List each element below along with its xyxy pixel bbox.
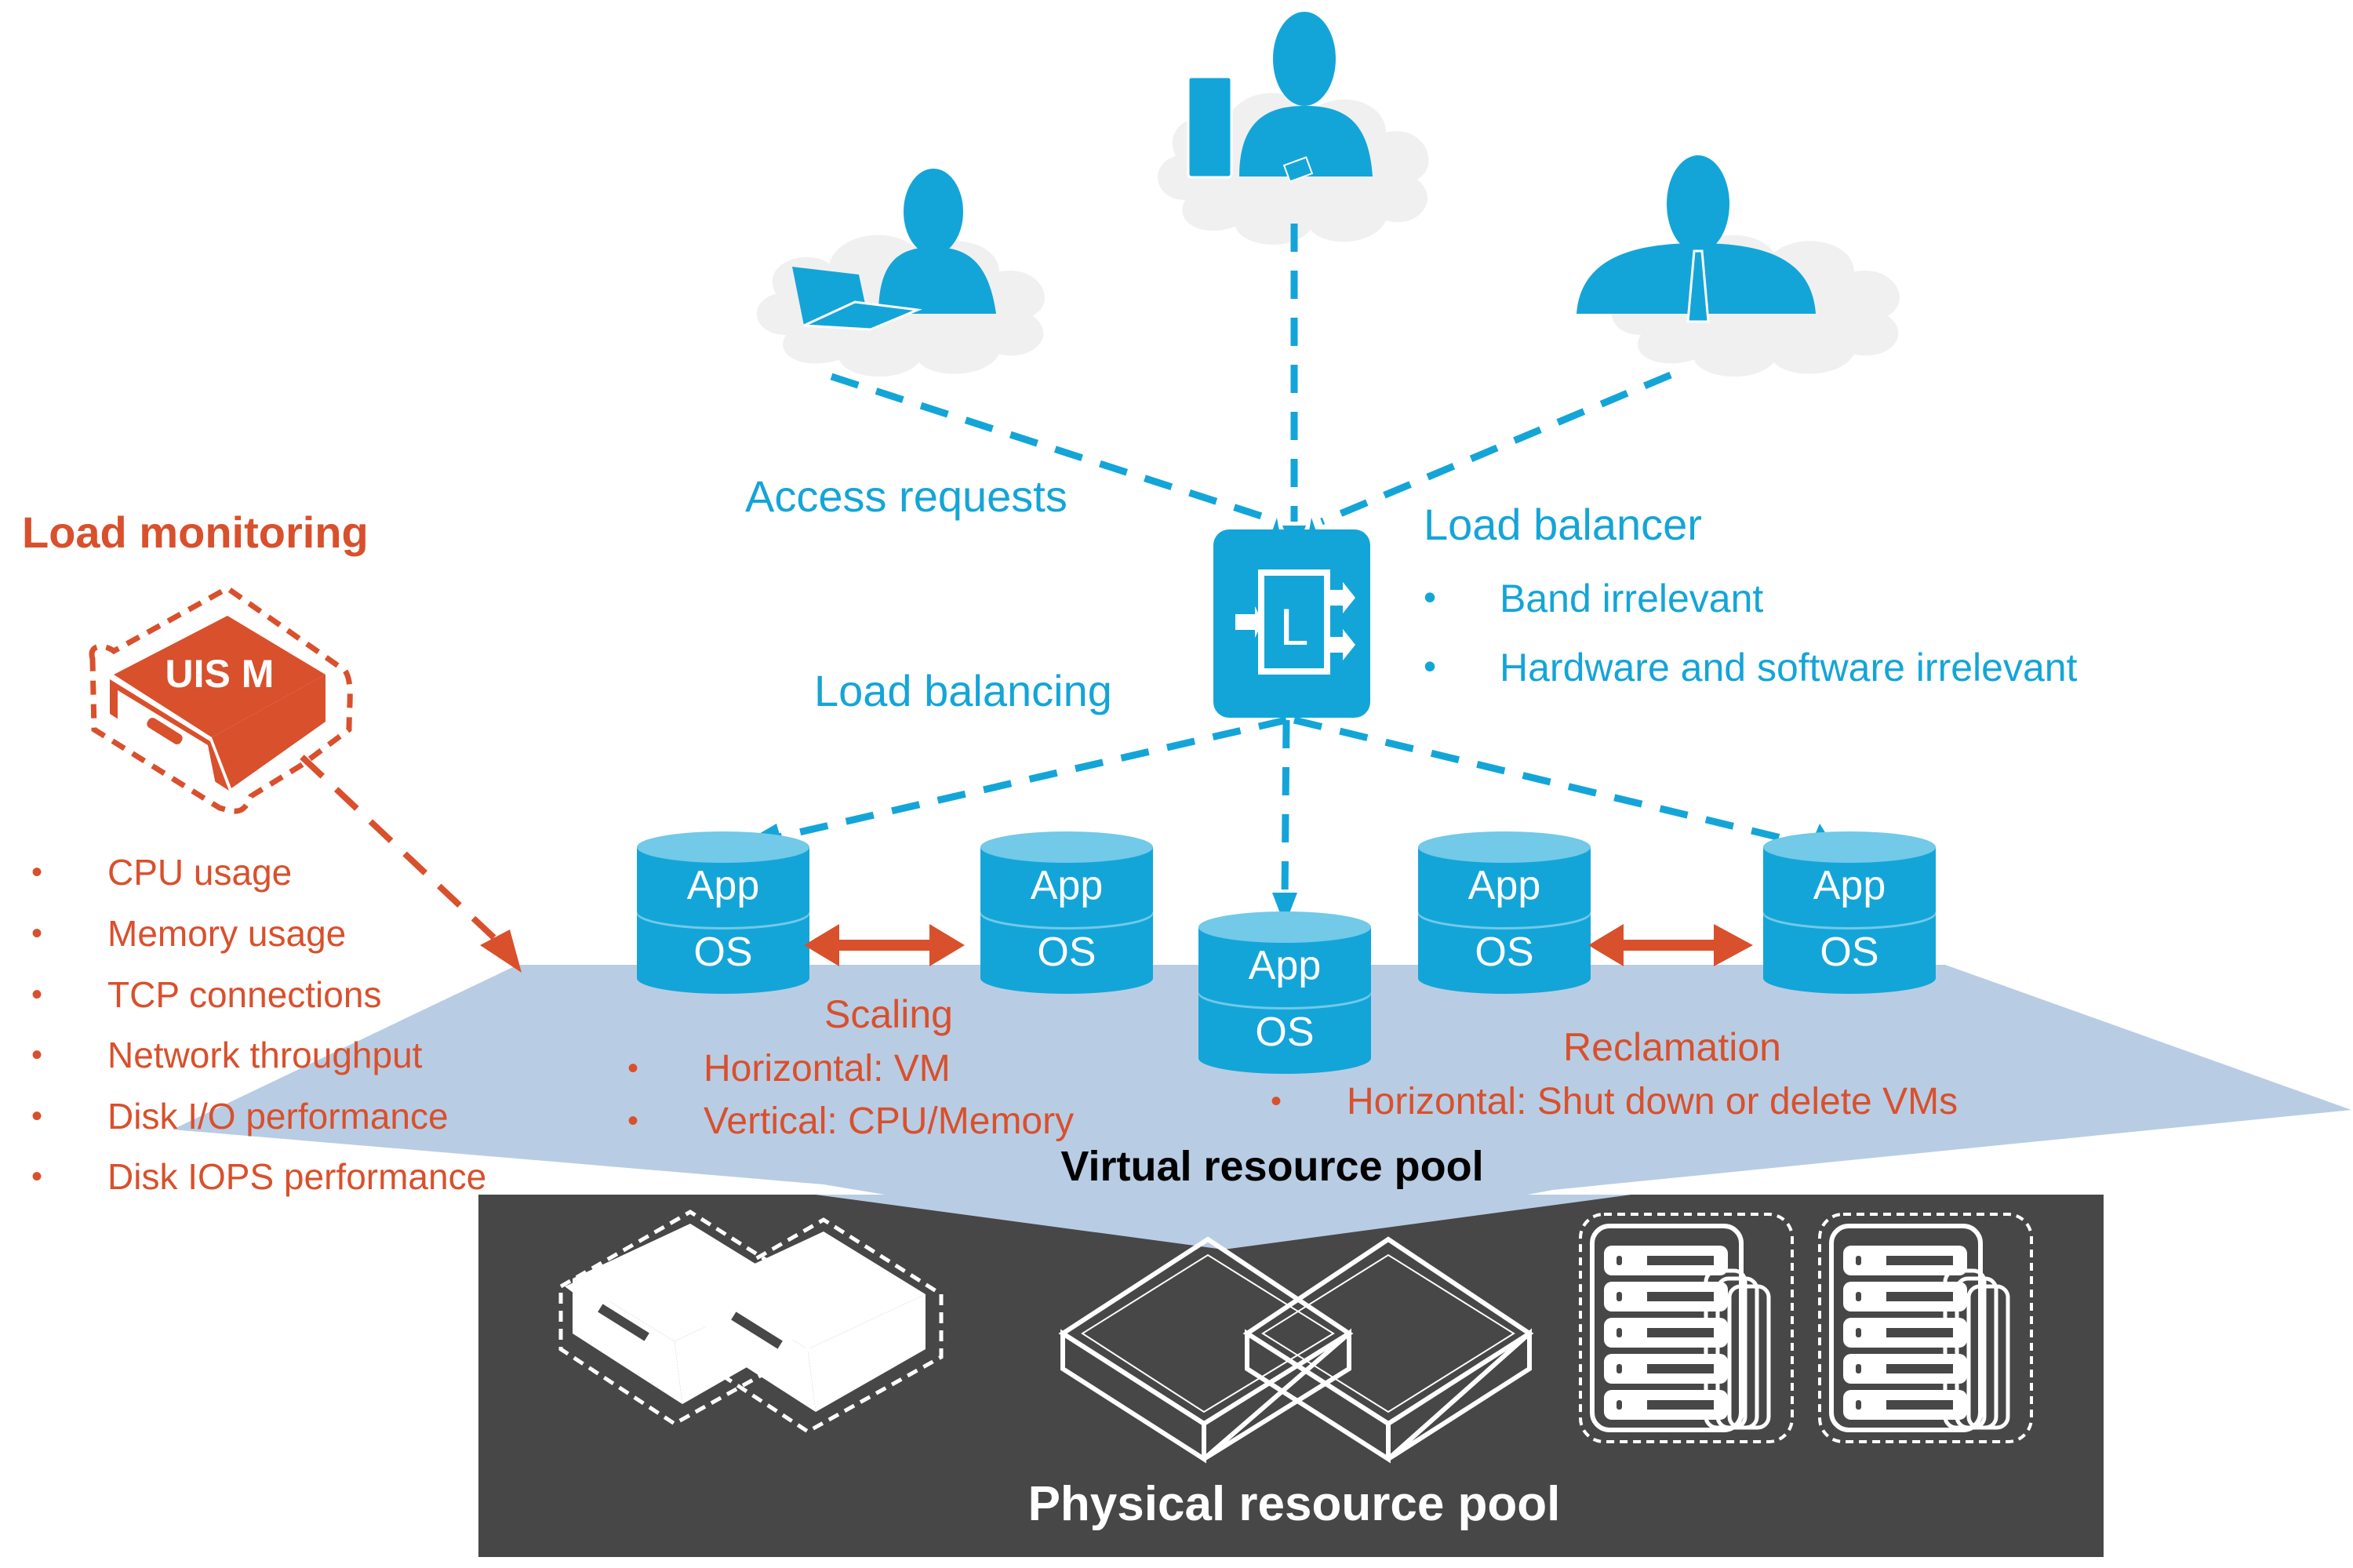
rack-server-pair-icon [558,1210,944,1434]
app-layer: App [1198,911,1371,1007]
virtual-pool-arrow-tip [816,1195,1631,1250]
virtual-pool-title: Virtual resource pool [1060,1143,1483,1190]
physical-pool-title: Physical resource pool [1028,1477,1561,1531]
scaling-point: Vertical: CPU/Memory [704,1101,1074,1142]
reclamation-double-arrow [1588,924,1753,966]
metric-label: TCP connections [107,974,381,1015]
monitoring-arrow [300,755,522,973]
svg-text:•: • [627,1104,638,1138]
metric-label: Disk I/O performance [107,1096,449,1137]
vm-stack: OS App [1763,831,1936,994]
scaling-title: Scaling [824,992,953,1036]
bullet: • [1424,646,1436,686]
svg-text:•: • [31,916,42,951]
metric-label: Disk IOPS performance [107,1156,486,1197]
user-briefcase-icon [1187,12,1373,183]
uis-manager-device-icon: UIS M [89,584,353,814]
tower-servers [1579,1213,2033,1443]
app-layer-label: App [687,863,760,908]
metric-label: Network throughput [107,1035,423,1075]
tower-server-icon [1818,1213,2033,1443]
metric-label: Memory usage [107,913,346,954]
bullet: • [1424,577,1436,617]
virtual-pool-shape [173,965,2351,1251]
tower-server-icon [1579,1213,1794,1443]
metric-item: • TCP connections [31,974,381,1015]
os-layer-label: OS [1255,1010,1314,1055]
scaling-double-arrow [804,924,965,966]
metric-label: CPU usage [107,852,292,893]
metric-item: • CPU usage [31,852,292,893]
os-layer-label: OS [1820,930,1878,975]
access-requests-label: Access requests [745,471,1067,521]
vm-stack: OS App [980,831,1153,994]
svg-text:•: • [31,1159,42,1194]
load-monitoring-title: Load monitoring [22,508,369,557]
svg-text:•: • [31,1038,42,1072]
vm-stack: OS App [1198,911,1371,1074]
app-layer: App [637,831,809,927]
app-layer-label: App [1813,863,1886,908]
lb-point: Band irrelevant [1500,577,1763,620]
access-request-lines [830,224,1672,526]
app-layer: App [980,831,1153,927]
svg-text:•: • [1271,1084,1282,1119]
load-balancer-icon: L [1213,518,1370,718]
app-layer: App [1763,831,1936,927]
svg-text:•: • [31,855,42,890]
os-layer-label: OS [693,930,752,975]
load-balancer-points: • Band irrelevant • Hardware and softwar… [1424,577,2078,689]
svg-text:•: • [31,977,42,1012]
svg-text:•: • [627,1051,638,1086]
os-layer-label: OS [1037,930,1096,975]
load-balancing-label: Load balancing [814,666,1112,715]
vm-stack: OS App [637,831,809,994]
reclamation-point: Horizontal: Shut down or delete VMs [1347,1081,1958,1122]
scaling-point: Horizontal: VM [704,1048,951,1090]
app-layer-label: App [1031,863,1104,908]
app-layer-label: App [1249,943,1322,988]
metric-item: • Memory usage [31,913,346,954]
app-layer-label: App [1468,863,1541,908]
os-layer-label: OS [1475,930,1533,975]
uis-m-label: UIS M [165,652,275,696]
reclamation-title: Reclamation [1563,1025,1781,1069]
vm-stack: OS App [1418,831,1591,994]
load-balancing-lines [740,716,1821,903]
svg-text:•: • [31,1099,42,1133]
metric-item: • Network throughput [31,1035,423,1075]
load-balancer-glyph: L [1280,598,1309,656]
lb-point: Hardware and software irrelevant [1500,646,2078,689]
app-layer: App [1418,831,1591,927]
user-laptop-icon [792,169,996,331]
wireframe-server-pair-icon [1058,1236,1534,1464]
metric-item: • Disk IOPS performance [31,1156,486,1197]
monitoring-metrics-list: • CPU usage • Memory usage • TCP connect… [31,852,486,1197]
user-business-icon [1577,155,1816,323]
metric-item: • Disk I/O performance [31,1096,449,1137]
load-balancer-title: Load balancer [1424,500,1702,549]
